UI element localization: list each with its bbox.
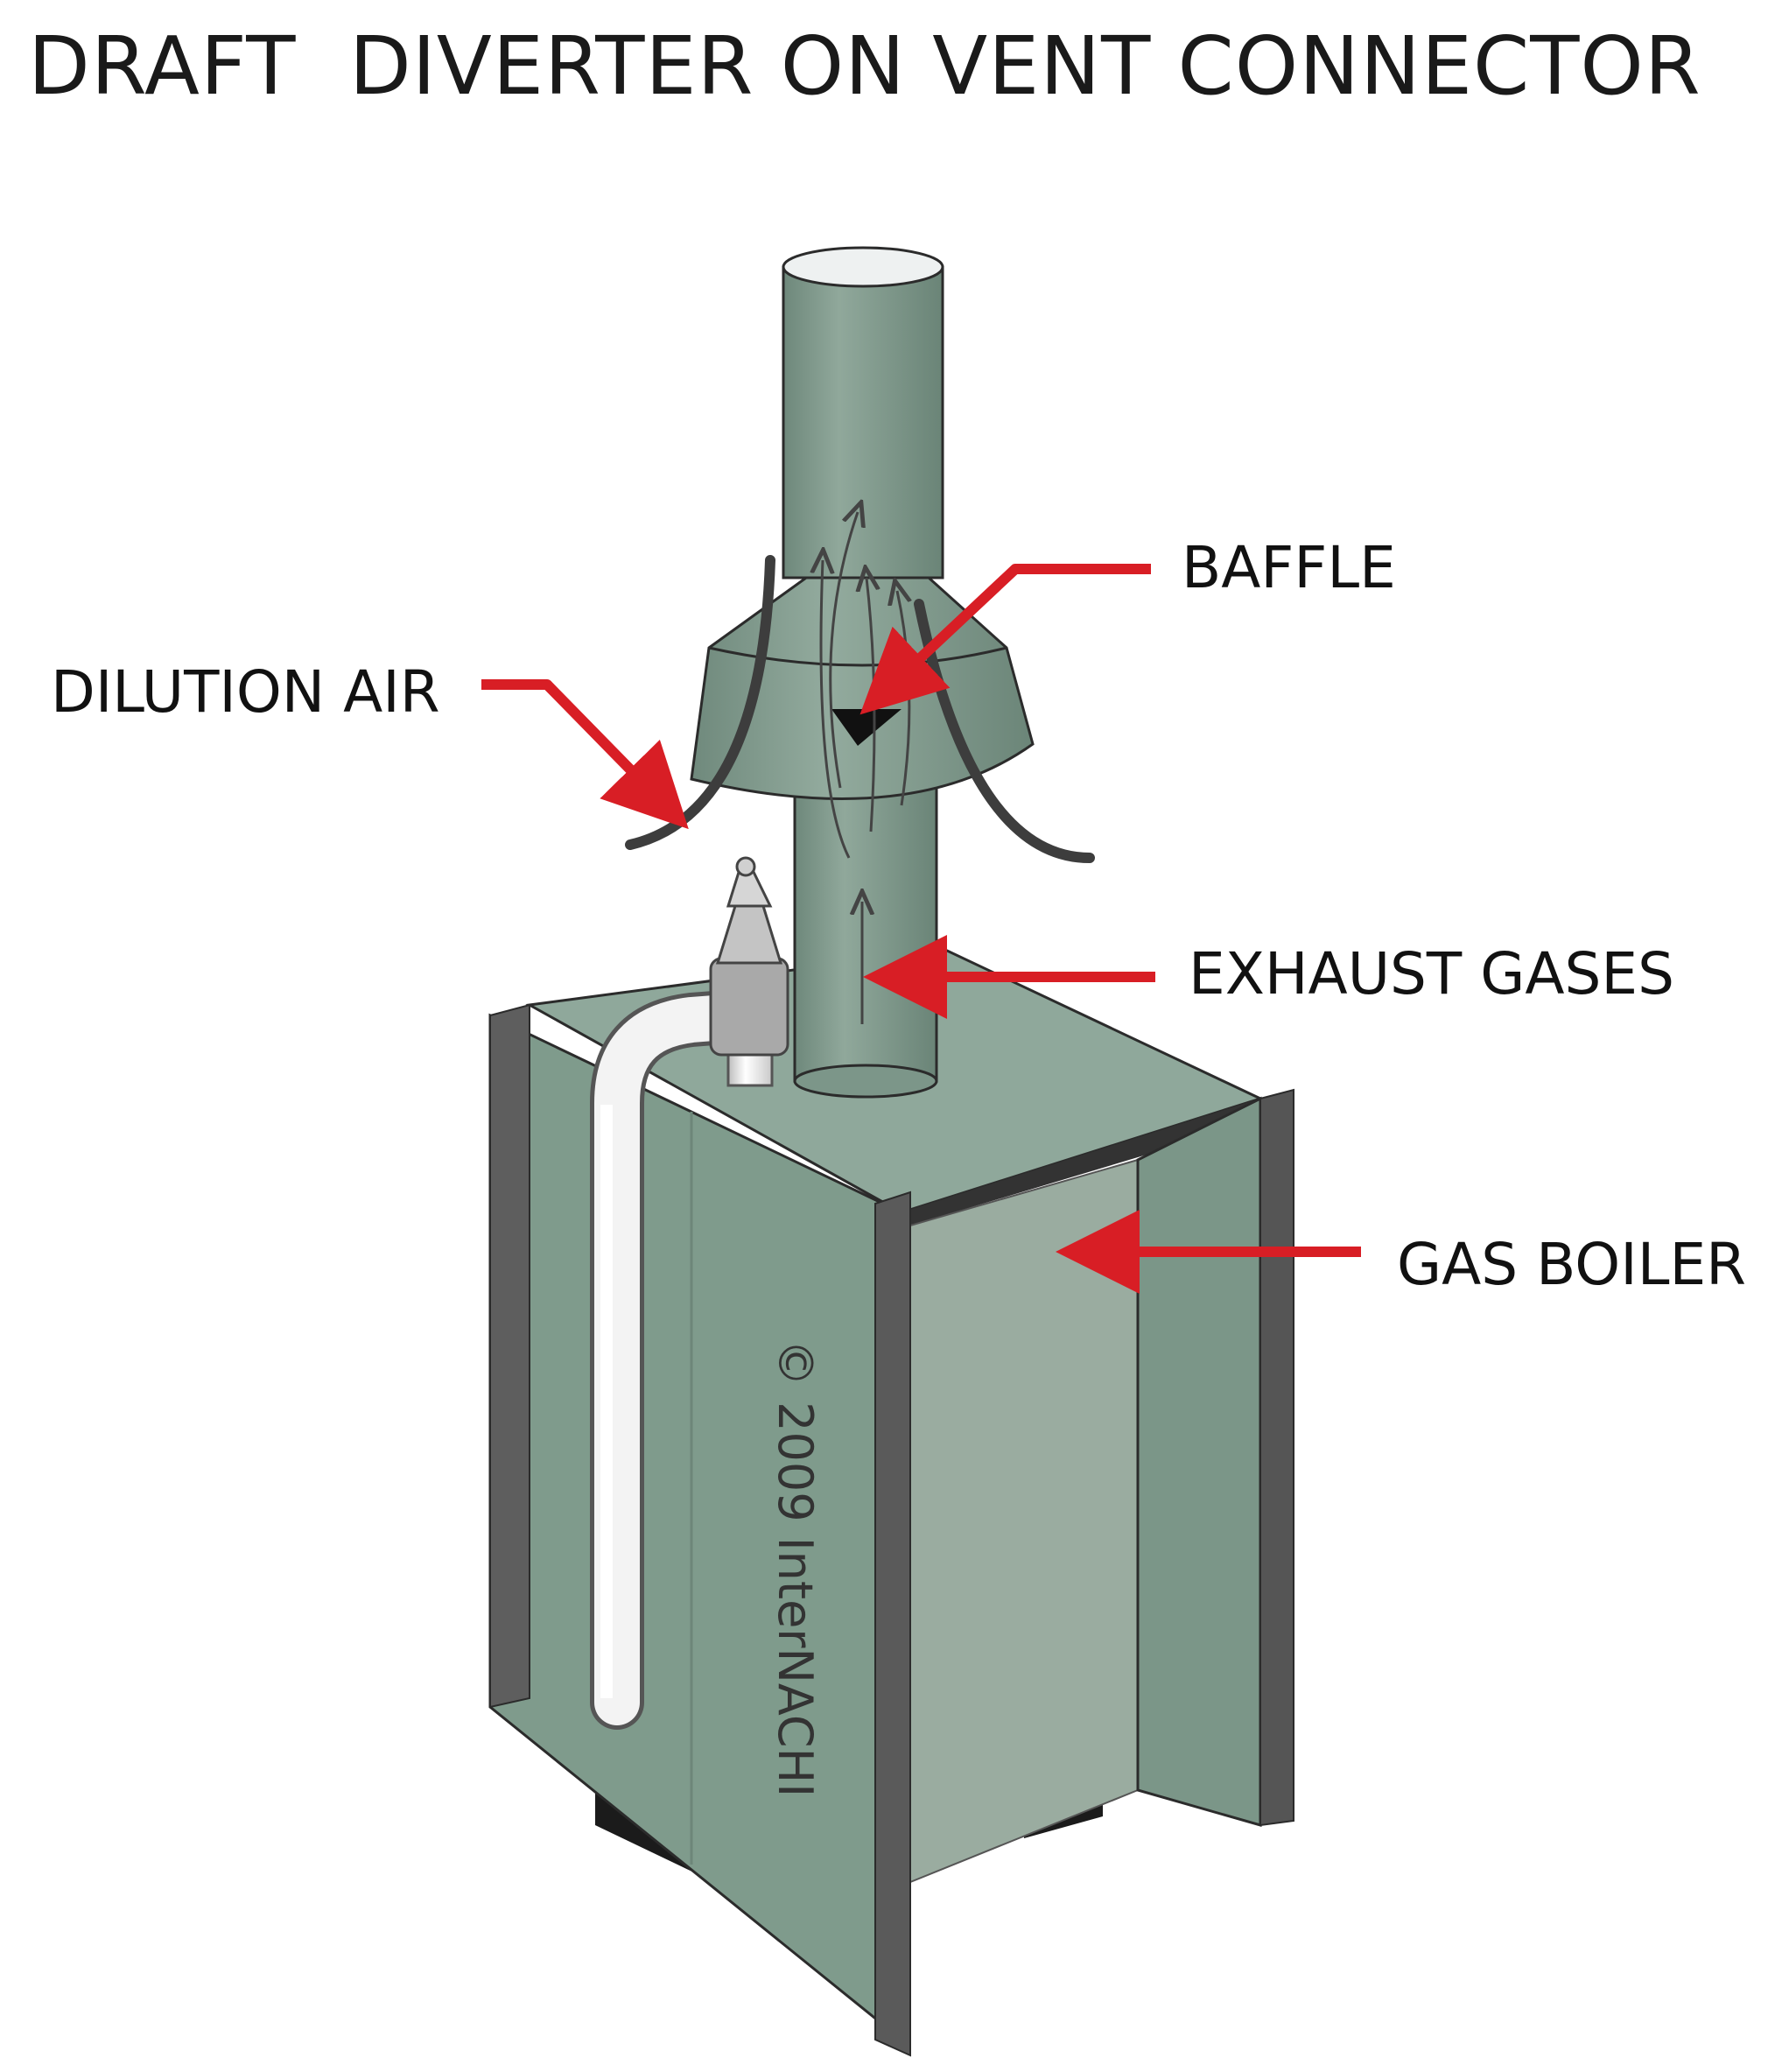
boiler-right-side (1136, 1088, 1294, 1827)
baffle-shape (831, 709, 902, 746)
copyright-text: © 2009 InterNACHI (768, 1339, 823, 1797)
diagram-title: DRAFT DIVERTER ON VENT CONNECTOR (28, 19, 1701, 113)
exhaust-flow-arrows (821, 512, 909, 1024)
baffle-label: BAFFLE (1182, 534, 1396, 601)
boiler-front-edge (874, 1191, 911, 2057)
exhaust-gases-label: EXHAUST GASES (1189, 940, 1674, 1008)
top-edge (902, 1099, 1260, 1226)
baffle-callout-arrow (859, 564, 1151, 715)
relief-valve (709, 856, 789, 1057)
boiler-front-panel (909, 1158, 1139, 1884)
upper-vent-pipe (782, 246, 944, 579)
callout-arrows (481, 564, 1361, 1294)
dilution-air-callout-arrow (481, 679, 689, 830)
lower-vent-pipe (793, 786, 938, 1099)
gas-boiler-label: GAS BOILER (1397, 1231, 1747, 1298)
dilution-air-label: DILUTION AIR (51, 658, 440, 726)
